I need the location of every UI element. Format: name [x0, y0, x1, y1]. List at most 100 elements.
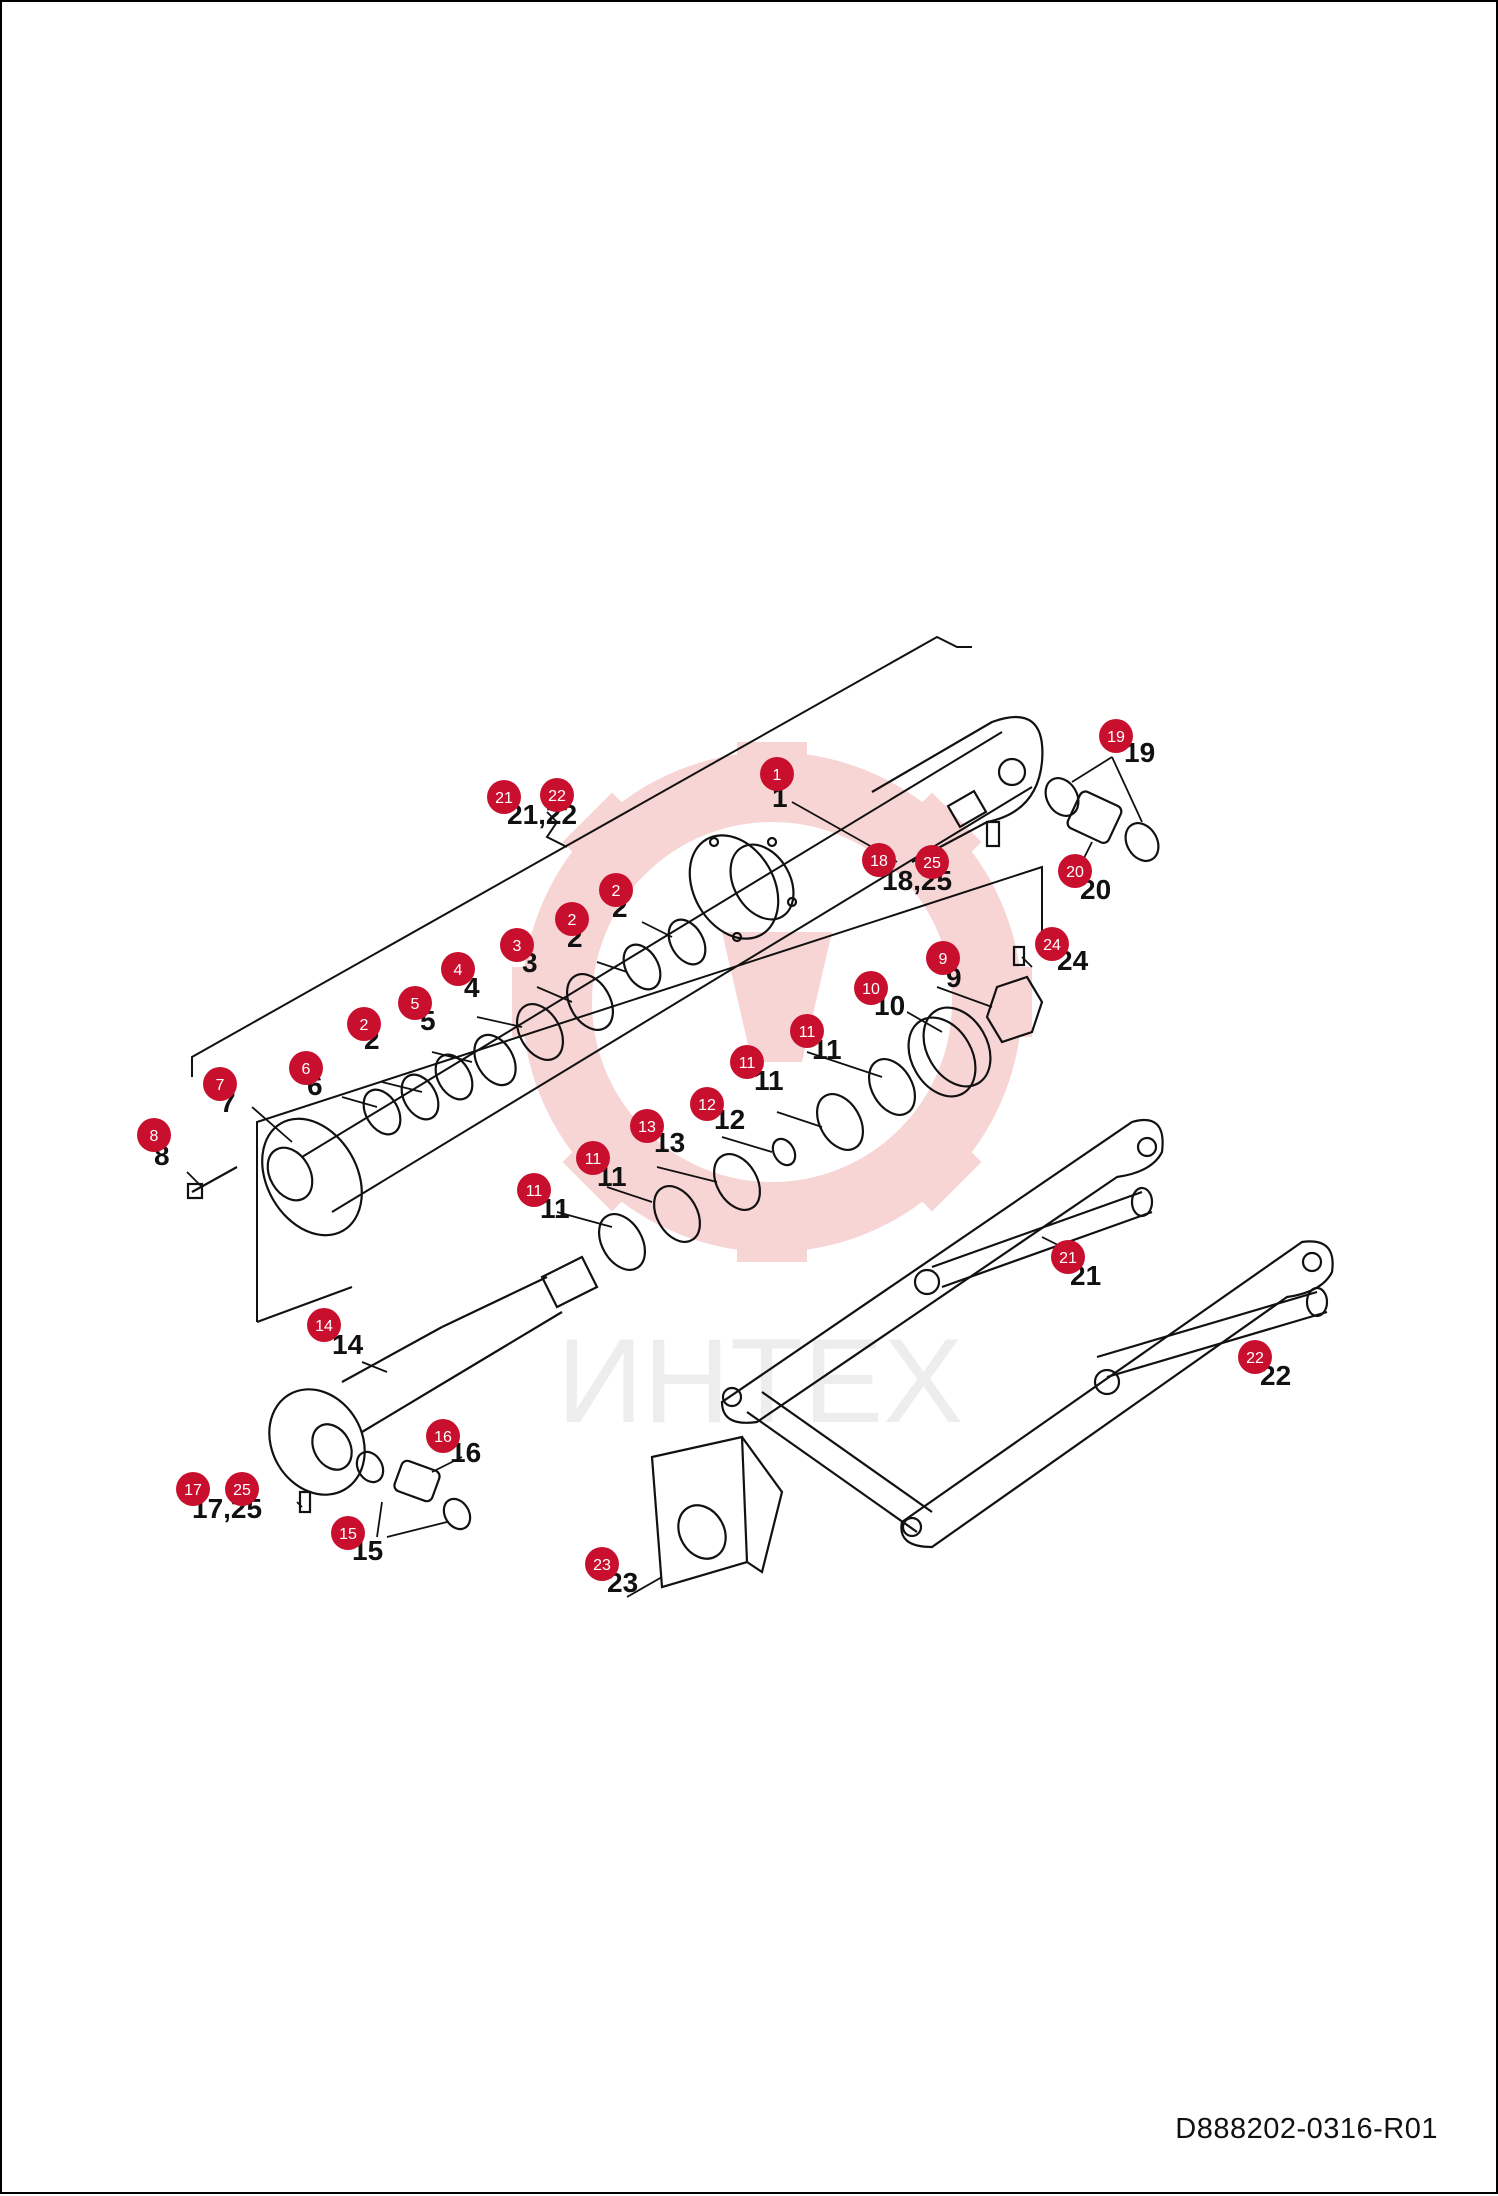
callout-bubble-18[interactable]: 18 — [862, 843, 896, 877]
callout-bubble-19[interactable]: 19 — [1099, 719, 1133, 753]
callout-bubble-number: 19 — [1107, 729, 1125, 746]
callout-bubble-circle — [926, 941, 960, 975]
callout-bubble-number: 14 — [315, 1318, 333, 1335]
callout-bubble-number: 18 — [870, 853, 888, 870]
callout-bubble-number: 3 — [513, 938, 522, 955]
callout-bubble-circle — [1238, 1340, 1272, 1374]
callout-bubble-number: 21 — [495, 790, 513, 807]
callout-bubble-8[interactable]: 8 — [137, 1118, 171, 1152]
callout-bubble-circle — [690, 1087, 724, 1121]
callout-bubble-circle — [730, 1045, 764, 1079]
callout-bubble-circle — [1099, 719, 1133, 753]
callout-bubble-22[interactable]: 22 — [540, 778, 574, 812]
callout-bubble-13[interactable]: 13 — [630, 1109, 664, 1143]
callout-bubble-4[interactable]: 4 — [441, 952, 475, 986]
callout-bubble-circle — [1051, 1240, 1085, 1274]
callout-bubble-number: 2 — [568, 912, 577, 929]
callout-bubble-21[interactable]: 21 — [1051, 1240, 1085, 1274]
callout-bubble-20[interactable]: 20 — [1058, 854, 1092, 888]
callout-bubble-circle — [426, 1419, 460, 1453]
callout-bubble-15[interactable]: 15 — [331, 1516, 365, 1550]
callout-bubble-circle — [347, 1007, 381, 1041]
callout-bubble-circle — [176, 1472, 210, 1506]
callout-bubble-6[interactable]: 6 — [289, 1051, 323, 1085]
callout-bubble-circle — [517, 1173, 551, 1207]
callout-bubble-11[interactable]: 11 — [517, 1173, 551, 1207]
callout-bubble-circle — [599, 873, 633, 907]
callout-bubble-25[interactable]: 25 — [225, 1472, 259, 1506]
callout-bubble-circle — [915, 845, 949, 879]
callout-bubble-circle — [862, 843, 896, 877]
callout-bubble-circle — [487, 780, 521, 814]
callout-bubble-number: 25 — [923, 855, 941, 872]
callout-bubble-11[interactable]: 11 — [576, 1141, 610, 1175]
callout-bubble-2[interactable]: 2 — [347, 1007, 381, 1041]
callout-bubble-2[interactable]: 2 — [555, 902, 589, 936]
callout-bubble-number: 15 — [339, 1526, 357, 1543]
callout-bubble-number: 11 — [739, 1055, 756, 1072]
callout-bubble-number: 22 — [1246, 1350, 1264, 1367]
callout-bubble-number: 11 — [799, 1024, 816, 1041]
callout-bubble-circle — [225, 1472, 259, 1506]
assembly-brackets — [191, 635, 1043, 1323]
callout-bubble-number: 11 — [585, 1151, 602, 1168]
callout-layer: 1122222233445566778899101011111111111111… — [137, 719, 1291, 1598]
callout-bubble-22[interactable]: 22 — [1238, 1340, 1272, 1374]
callout-bubble-circle — [289, 1051, 323, 1085]
callout-bubble-number: 7 — [216, 1077, 225, 1094]
callout-bubble-number: 22 — [548, 788, 566, 805]
callout-bubble-24[interactable]: 24 — [1035, 927, 1069, 961]
callout-bubble-number: 16 — [434, 1429, 452, 1446]
callout-bubble-number: 6 — [302, 1061, 311, 1078]
parts-linework — [186, 715, 1334, 1589]
watermark-text: ИНТЕХ — [557, 1314, 963, 1448]
callout-bubble-number: 5 — [411, 996, 420, 1013]
document-number: D888202-0316-R01 — [1175, 2113, 1438, 2145]
callout-bubble-10[interactable]: 10 — [854, 971, 888, 1005]
callout-bubble-14[interactable]: 14 — [307, 1308, 341, 1342]
callout-bubble-number: 9 — [939, 951, 948, 968]
callout-bubble-9[interactable]: 9 — [926, 941, 960, 975]
callout-bubble-circle — [1058, 854, 1092, 888]
callout-bubble-number: 10 — [862, 981, 880, 998]
callout-bubble-21[interactable]: 21 — [487, 780, 521, 814]
callout-bubble-circle — [630, 1109, 664, 1143]
callout-bubble-number: 11 — [526, 1183, 543, 1200]
callout-bubble-number: 2 — [360, 1017, 369, 1034]
callout-bubble-circle — [540, 778, 574, 812]
callout-bubble-11[interactable]: 11 — [790, 1014, 824, 1048]
callout-bubble-circle — [760, 757, 794, 791]
callout-bubble-7[interactable]: 7 — [203, 1067, 237, 1101]
callout-bubble-circle — [555, 902, 589, 936]
callout-bubble-circle — [500, 928, 534, 962]
callout-bubble-5[interactable]: 5 — [398, 986, 432, 1020]
callout-bubble-circle — [203, 1067, 237, 1101]
callout-bubble-11[interactable]: 11 — [730, 1045, 764, 1079]
callout-bubble-23[interactable]: 23 — [585, 1547, 619, 1581]
callout-bubble-circle — [331, 1516, 365, 1550]
callout-bubble-number: 24 — [1043, 937, 1061, 954]
callout-bubble-circle — [137, 1118, 171, 1152]
callout-bubble-number: 25 — [233, 1482, 251, 1499]
callout-bubble-circle — [398, 986, 432, 1020]
callout-bubble-number: 20 — [1066, 864, 1084, 881]
callout-bubble-circle — [441, 952, 475, 986]
callout-bubble-1[interactable]: 1 — [760, 757, 794, 791]
callout-bubble-25[interactable]: 25 — [915, 845, 949, 879]
callout-bubble-number: 13 — [638, 1119, 656, 1136]
callout-bubble-circle — [1035, 927, 1069, 961]
callout-bubble-16[interactable]: 16 — [426, 1419, 460, 1453]
callout-bubble-17[interactable]: 17 — [176, 1472, 210, 1506]
callout-bubble-circle — [585, 1547, 619, 1581]
callout-bubble-circle — [790, 1014, 824, 1048]
callout-bubble-number: 8 — [150, 1128, 159, 1145]
callout-bubble-3[interactable]: 3 — [500, 928, 534, 962]
callout-bubble-circle — [307, 1308, 341, 1342]
callout-bubble-circle — [854, 971, 888, 1005]
callout-bubble-number: 4 — [454, 962, 463, 979]
callout-bubble-2[interactable]: 2 — [599, 873, 633, 907]
callout-bubble-number: 2 — [612, 883, 621, 900]
callout-bubble-12[interactable]: 12 — [690, 1087, 724, 1121]
